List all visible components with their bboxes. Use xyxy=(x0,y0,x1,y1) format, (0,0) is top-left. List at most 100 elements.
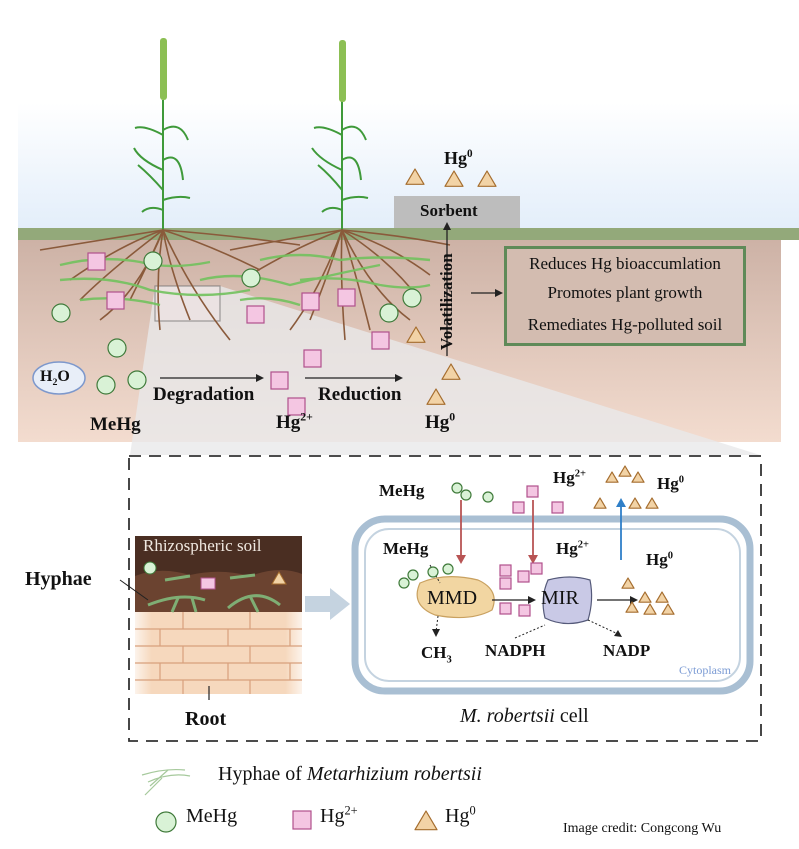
hg0-particle xyxy=(631,471,645,483)
volatilization-arrow-head xyxy=(443,222,451,230)
mehg-particle xyxy=(143,251,163,271)
hg2-particle xyxy=(499,602,512,615)
mehg-particle xyxy=(482,491,494,503)
hyphae-label: Hyphae xyxy=(25,568,92,590)
hg2-particle xyxy=(530,562,543,575)
nadp-arrow-head xyxy=(614,630,622,637)
hg0-particle xyxy=(645,497,659,509)
mehg-particle xyxy=(379,303,399,323)
cell-membrane-inner xyxy=(364,528,741,682)
benefit-item: Remediates Hg-polluted soil xyxy=(527,315,723,334)
root-label: Root xyxy=(185,708,227,730)
mehg-species-label: MeHg xyxy=(90,414,141,435)
hg0-species-label: Hg0 xyxy=(425,410,456,433)
hyphae-pointer xyxy=(119,579,149,601)
hg2-particle xyxy=(499,564,512,577)
detail-hyphae xyxy=(147,573,281,613)
zoom-to-cell-arrow xyxy=(305,588,350,620)
h2o-label: H2O xyxy=(40,368,70,389)
mehg-to-mmd-arrow xyxy=(429,564,441,584)
hg2-particle xyxy=(303,349,322,368)
mmd-label: MMD xyxy=(427,587,478,609)
nadp-arrow xyxy=(587,619,619,635)
hg2-particle xyxy=(517,570,530,583)
rhizospheric-soil-label: Rhizospheric soil xyxy=(143,536,262,555)
hg0-particle xyxy=(406,326,426,343)
detail-frame xyxy=(128,455,762,742)
wheat-plant-right xyxy=(311,100,369,230)
legend-hyphae-icon xyxy=(141,768,191,796)
hg0-particle xyxy=(643,603,657,615)
wheat-plant-left xyxy=(133,100,191,230)
detail-hg2-particle xyxy=(200,577,216,590)
hg2-particle xyxy=(287,397,306,416)
root-cell-walls xyxy=(135,612,302,694)
hg2-species-label: Hg2+ xyxy=(276,410,313,433)
detail-hg0-particle xyxy=(271,571,287,585)
nadph-arrow xyxy=(514,624,546,639)
hg0-particle xyxy=(593,497,607,509)
cytoplasm-label: Cytoplasm xyxy=(679,663,732,677)
hg0-particle xyxy=(618,465,632,477)
hg0-particle xyxy=(655,591,669,603)
hg2-particle xyxy=(246,305,265,324)
hg2-particle xyxy=(337,288,356,307)
outside-hg2-label: Hg2+ xyxy=(553,468,587,487)
mmd-enzyme xyxy=(416,576,495,619)
mehg-particle xyxy=(96,375,116,395)
mehg-particle xyxy=(398,577,410,589)
inside-hg0-label: Hg0 xyxy=(646,550,673,569)
inside-hg2-label: Hg2+ xyxy=(556,539,590,558)
volatilization-label: Volatilization xyxy=(437,253,456,350)
ch3-label: CH3 xyxy=(421,643,452,666)
cell-caption: M. robertsii cell xyxy=(460,705,589,727)
hg0-particle xyxy=(477,170,497,187)
mehg-particle xyxy=(155,811,177,833)
sorbent-label: Sorbent xyxy=(420,201,478,220)
sorbent-block xyxy=(394,196,520,228)
mehg-particle xyxy=(127,370,147,390)
degradation-arrow-head xyxy=(256,374,264,382)
legend-hg2-label: Hg2+ xyxy=(320,803,358,827)
inside-mehg-label: MeHg xyxy=(383,539,429,558)
hg2-particle xyxy=(106,291,125,310)
mmd-to-mir-arrow-head xyxy=(528,596,536,604)
hg0-particle xyxy=(625,601,639,613)
mehg-uptake-arrow-head xyxy=(456,555,466,564)
hg0-particle xyxy=(621,577,635,589)
hg2-particle xyxy=(518,604,531,617)
wheat-ear-left xyxy=(160,38,167,100)
mehg-particle xyxy=(460,489,472,501)
legend-mehg-label: MeHg xyxy=(186,805,238,827)
hg2-particle xyxy=(301,292,320,311)
wheat-ear-right xyxy=(339,40,346,102)
hg0-particle xyxy=(426,388,446,405)
hg2-uptake-arrow-head xyxy=(528,555,538,564)
reduction-label: Reduction xyxy=(318,384,402,405)
mehg-particle xyxy=(451,482,463,494)
mehg-particle xyxy=(241,268,261,288)
mehg-particle xyxy=(427,566,439,578)
mehg-particle xyxy=(107,338,127,358)
hg0-particle xyxy=(661,603,675,615)
benefit-item: Reduces Hg bioaccumlation xyxy=(529,254,721,273)
hg2-particle xyxy=(87,252,106,271)
hg0-particle xyxy=(405,168,425,185)
hg0-particle xyxy=(414,810,438,831)
hg2-particle xyxy=(526,485,539,498)
nadp-label: NADP xyxy=(603,641,651,660)
ch3-release-arrow-head xyxy=(432,629,440,637)
degradation-label: Degradation xyxy=(153,384,255,405)
legend-hyphae-label: Hyphae of Metarhizium robertsii xyxy=(218,763,482,785)
nadph-label: NADPH xyxy=(485,641,546,660)
hg2-particle xyxy=(292,810,312,830)
hg2-particle xyxy=(499,577,512,590)
benefit-item: Promotes plant growth xyxy=(547,283,703,302)
detail-mehg-particle xyxy=(143,561,157,575)
hg0-particle xyxy=(441,363,461,380)
outside-hg0-label: Hg0 xyxy=(657,474,684,493)
grass-strip xyxy=(18,228,799,240)
hg0-particle xyxy=(628,497,642,509)
mehg-particle xyxy=(51,303,71,323)
